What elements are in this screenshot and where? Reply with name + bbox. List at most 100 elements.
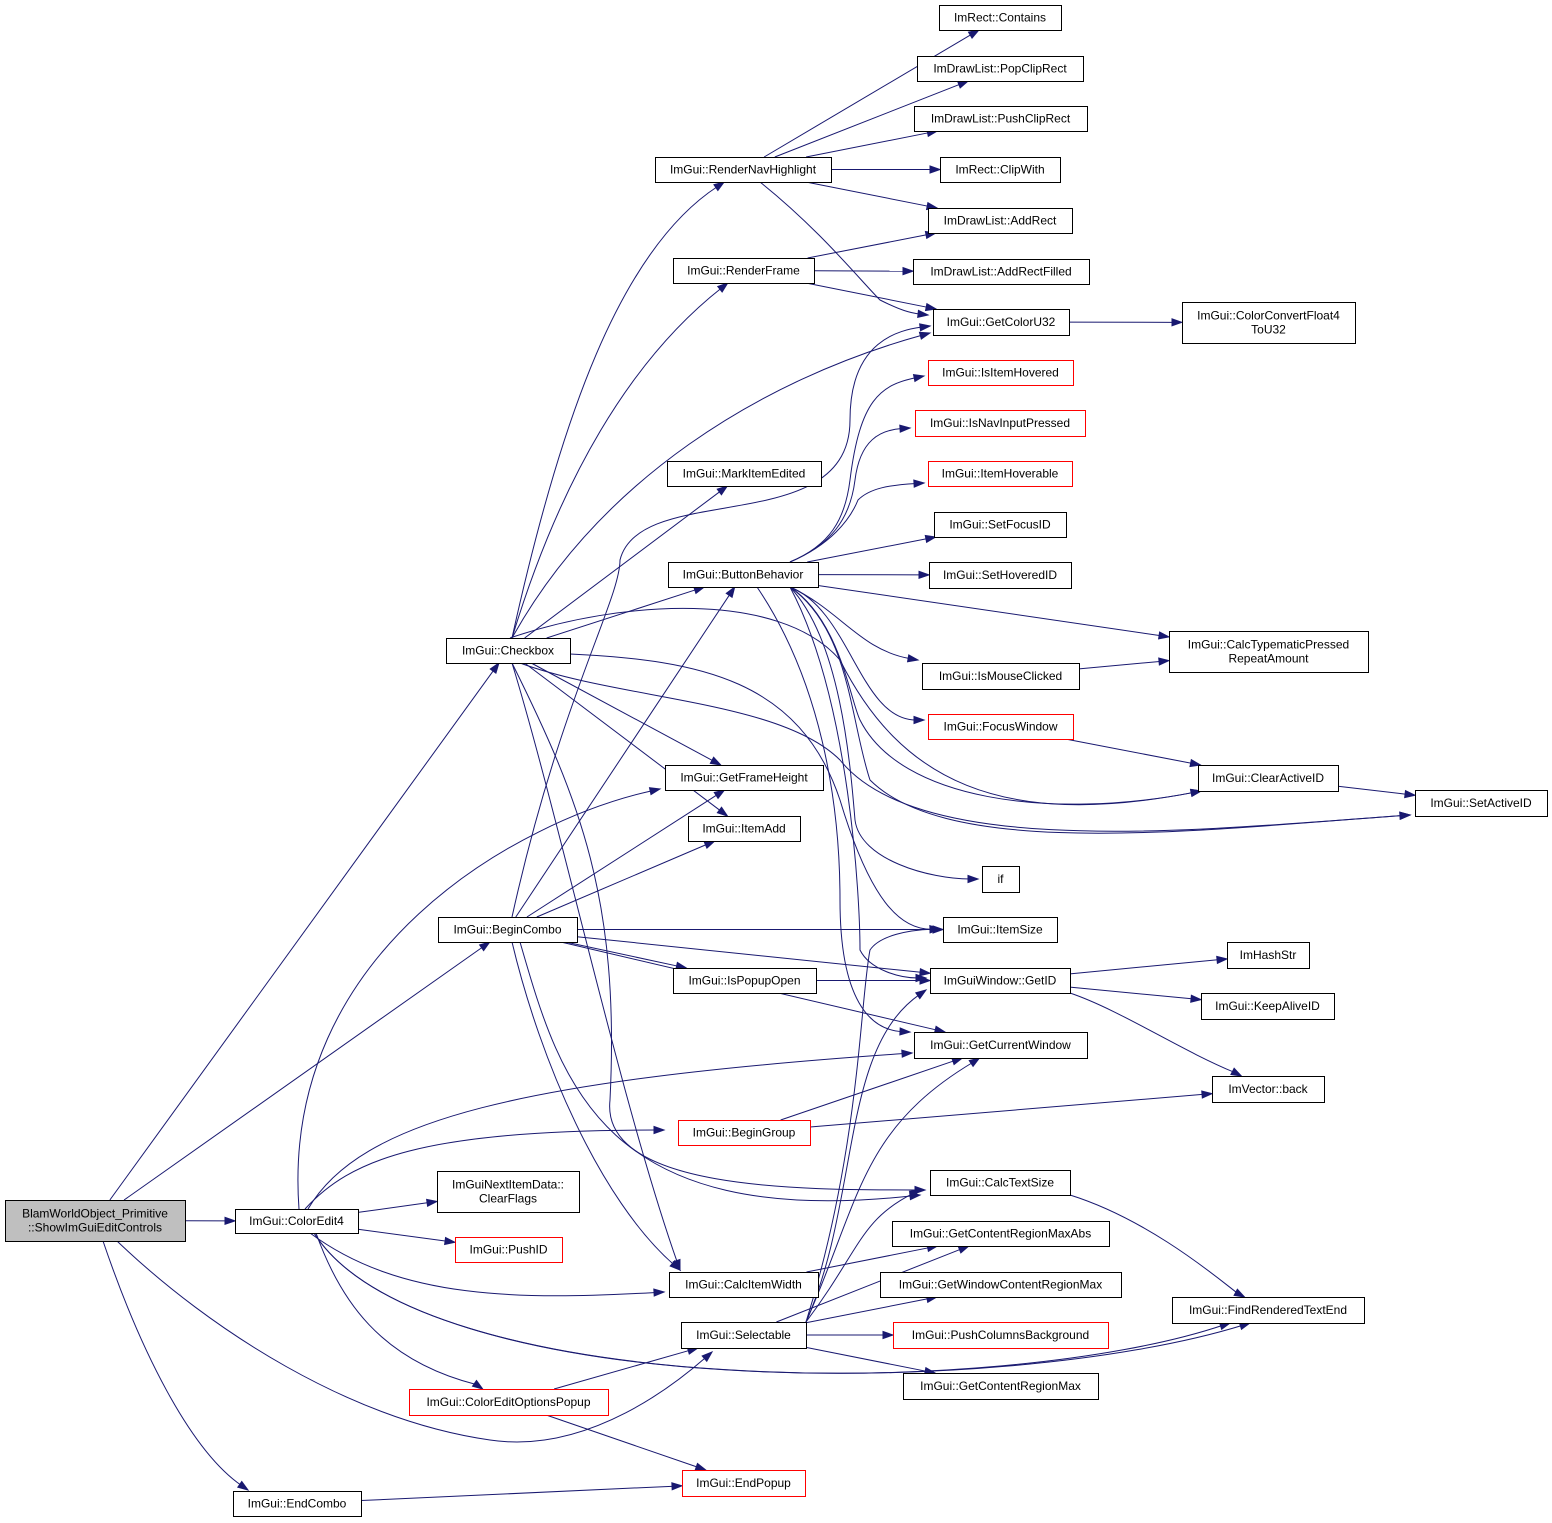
node-isitemhov[interactable]: ImGui::IsItemHovered: [928, 360, 1074, 386]
edge-renderframe-to-getcoloru32: [805, 282, 938, 312]
node-box: [233, 1491, 362, 1517]
node-getcrmaxabs[interactable]: ImGui::GetContentRegionMaxAbs: [892, 1221, 1110, 1247]
edge-line: [759, 181, 921, 315]
edge-line: [789, 586, 1194, 805]
node-box: [673, 258, 815, 284]
node-coloredit4[interactable]: ImGui::ColorEdit4: [235, 1209, 359, 1234]
node-getwincrmax[interactable]: ImGui::GetWindowContentRegionMax: [880, 1272, 1122, 1298]
node-label: ImDrawList::AddRect: [944, 214, 1057, 228]
node-findrendered[interactable]: ImGui::FindRenderedTextEnd: [1172, 1297, 1365, 1324]
node-box: [939, 5, 1062, 31]
edge-checkbox-to-rendernav: [511, 181, 726, 639]
edge-arrowhead: [902, 266, 915, 276]
edge-arrowhead: [967, 874, 980, 884]
node-endcombo[interactable]: ImGui::EndCombo: [233, 1491, 362, 1517]
node-selectable[interactable]: ImGui::Selectable: [681, 1322, 807, 1349]
edge-buttonbeh-to-itemhoverable: [789, 479, 926, 563]
node-imvecback[interactable]: ImVector::back: [1212, 1076, 1325, 1103]
edge-renderframe-to-addrectfilled: [813, 266, 915, 276]
node-addrect[interactable]: ImDrawList::AddRect: [928, 208, 1073, 234]
edge-buttonbeh-to-setfocusid: [807, 534, 938, 563]
node-itemsize[interactable]: ImGui::ItemSize: [943, 917, 1058, 943]
edge-endcombo-to-endpopup: [360, 1482, 684, 1502]
node-ismouseclicked[interactable]: ImGui::IsMouseClicked: [922, 663, 1080, 690]
node-box: [1415, 790, 1548, 817]
edge-line: [511, 326, 923, 918]
node-setfocusid[interactable]: ImGui::SetFocusID: [934, 512, 1067, 538]
edge-line: [805, 928, 933, 1323]
node-begingroup[interactable]: ImGui::BeginGroup: [678, 1120, 811, 1146]
edge-coloredit4-to-calcitemw: [309, 1232, 666, 1297]
node-itemadd[interactable]: ImGui::ItemAdd: [688, 816, 801, 842]
node-rendernav[interactable]: ImGui::RenderNavHighlight: [655, 157, 832, 183]
node-getid[interactable]: ImGuiWindow::GetID: [930, 968, 1071, 994]
node-if[interactable]: if: [982, 866, 1020, 893]
node-addrectfilled[interactable]: ImDrawList::AddRectFilled: [913, 259, 1090, 285]
edge-line: [536, 843, 708, 918]
edge-buttonbeh-to-focuswindow: [789, 586, 926, 725]
node-box: [893, 1322, 1109, 1349]
edge-arrowhead: [713, 789, 726, 800]
edge-rendernav-to-clipwith: [831, 165, 942, 174]
node-pushid[interactable]: ImGui::PushID: [455, 1237, 563, 1263]
node-label: ImGui::GetContentRegionMaxAbs: [910, 1227, 1091, 1241]
node-begincombo[interactable]: ImGui::BeginCombo: [438, 917, 578, 943]
node-markitem[interactable]: ImGui::MarkItemEdited: [667, 461, 822, 487]
edge-line: [805, 1298, 930, 1324]
node-coloreditopts[interactable]: ImGui::ColorEditOptionsPopup: [409, 1389, 609, 1416]
node-sethoveredid[interactable]: ImGui::SetHoveredID: [929, 562, 1072, 589]
node-ispopupopen[interactable]: ImGui::IsPopupOpen: [673, 968, 817, 994]
edge-line: [511, 941, 675, 1266]
node-setactiveid[interactable]: ImGui::SetActiveID: [1415, 790, 1548, 817]
node-label: ::ShowImGuiEditControls: [28, 1221, 162, 1235]
node-clipwith[interactable]: ImRect::ClipWith: [940, 157, 1061, 183]
edge-line: [806, 132, 930, 158]
edge-coloredit4-to-coloreditopts: [315, 1232, 484, 1390]
node-box: [928, 208, 1073, 234]
node-label: ImGui::CalcTextSize: [946, 1176, 1054, 1190]
node-checkbox[interactable]: ImGui::Checkbox: [446, 638, 571, 664]
node-box: [681, 1322, 807, 1349]
edge-line: [805, 1061, 974, 1323]
node-keepaliveid[interactable]: ImGui::KeepAliveID: [1201, 993, 1335, 1020]
edge-arrowhead: [471, 1379, 484, 1390]
edge-arrowhead: [899, 424, 912, 433]
node-label: ImGui::GetWindowContentRegionMax: [899, 1278, 1102, 1292]
node-label: ImGui::PushID: [469, 1243, 547, 1257]
node-clearactiveid[interactable]: ImGui::ClearActiveID: [1198, 765, 1339, 792]
node-imhashstr[interactable]: ImHashStr: [1227, 942, 1310, 969]
node-label: ImGui::Selectable: [696, 1328, 791, 1342]
node-label: ImRect::ClipWith: [955, 163, 1044, 177]
edge-line: [1069, 959, 1220, 975]
node-getcrmax[interactable]: ImGui::GetContentRegionMax: [903, 1373, 1099, 1400]
node-box: [235, 1209, 359, 1234]
node-getcoloru32[interactable]: ImGui::GetColorU32: [933, 309, 1070, 336]
node-pushclip[interactable]: ImDrawList::PushClipRect: [914, 106, 1088, 132]
node-nextitem[interactable]: ImGuiNextItemData::ClearFlags: [437, 1171, 580, 1213]
node-focuswindow[interactable]: ImGui::FocusWindow: [928, 714, 1074, 740]
node-contains[interactable]: ImRect::Contains: [939, 5, 1062, 31]
node-label: ImGui::IsMouseClicked: [939, 669, 1062, 683]
node-isnavinput[interactable]: ImGui::IsNavInputPressed: [915, 410, 1086, 437]
node-getframeh[interactable]: ImGui::GetFrameHeight: [665, 765, 824, 791]
node-popclip[interactable]: ImDrawList::PopClipRect: [917, 56, 1084, 82]
node-buttonbeh[interactable]: ImGui::ButtonBehavior: [668, 562, 819, 588]
node-renderframe[interactable]: ImGui::RenderFrame: [673, 258, 815, 284]
node-pushcolbg[interactable]: ImGui::PushColumnsBackground: [893, 1322, 1109, 1349]
node-calcitemw[interactable]: ImGui::CalcItemWidth: [669, 1272, 819, 1298]
node-label: ImGui::ClearActiveID: [1212, 771, 1324, 785]
node-itemhoverable[interactable]: ImGui::ItemHoverable: [928, 461, 1073, 487]
node-box: [446, 638, 571, 664]
node-endpopup[interactable]: ImGui::EndPopup: [682, 1470, 806, 1497]
edge-arrowhead: [236, 1480, 250, 1491]
node-label: ImGui::Checkbox: [462, 644, 554, 658]
edge-coloredit4-to-getframeh: [297, 787, 662, 1210]
node-calctextsize[interactable]: ImGui::CalcTextSize: [930, 1170, 1071, 1196]
edge-arrowhead: [929, 165, 942, 174]
node-getcurwin[interactable]: ImGui::GetCurrentWindow: [914, 1032, 1088, 1059]
node-root[interactable]: BlamWorldObject_Primitive::ShowImGuiEdit…: [5, 1200, 186, 1242]
